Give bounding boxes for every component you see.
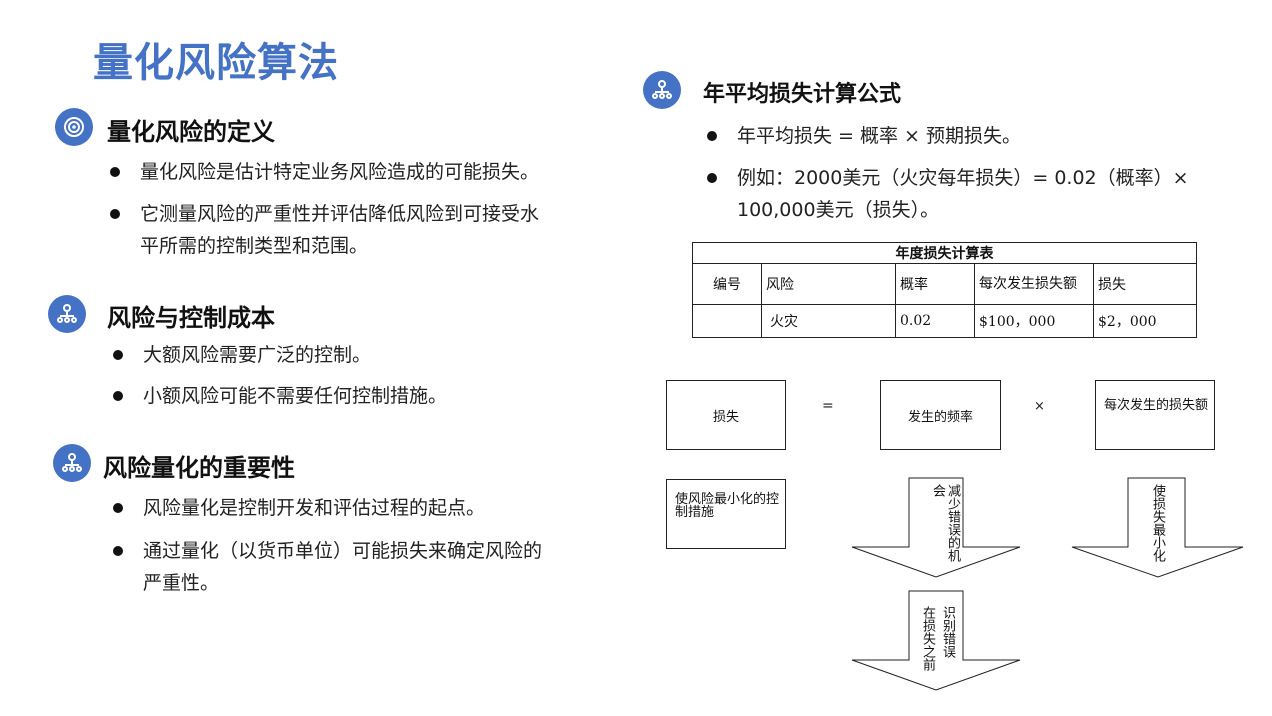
list-item: 小额风险可能不需要任何控制措施。 (113, 380, 613, 412)
amount-label: 每次发生的损失额 (1104, 398, 1209, 413)
frequency-box: 发生的频率 (880, 380, 1001, 450)
section-heading-definition: 量化风险的定义 (107, 118, 275, 146)
reduce-chance-label: 减少错误的机会 (930, 484, 960, 562)
list-item: 大额风险需要广泛的控制。 (113, 339, 613, 371)
table-cell: $2，000 (1093, 304, 1197, 338)
identify-before-label-2: 在损失之前 (920, 606, 935, 671)
network-icon (48, 295, 86, 333)
table-header: 编号 (692, 263, 762, 305)
network-icon (53, 444, 91, 482)
reduce-chance-arrow (851, 477, 1021, 578)
amount-box: 每次发生的损失额 (1095, 380, 1215, 450)
list-item: 它测量风险的严重性并评估降低风险到可接受水 平所需的控制类型和范围。 (110, 198, 610, 262)
target-icon (55, 108, 93, 146)
page-title: 量化风险算法 (93, 40, 339, 86)
minimize-loss-arrow (1071, 477, 1244, 578)
list-item: 量化风险是估计特定业务风险造成的可能损失。 (110, 156, 610, 188)
list-item: 年平均损失 = 概率 × 预期损失。 (707, 120, 1247, 152)
table-header: 每次发生损失额 (974, 263, 1094, 305)
network-icon (643, 71, 681, 109)
table-cell (692, 304, 762, 338)
loss-box: 损失 (666, 380, 786, 450)
table-cell: $100，000 (974, 304, 1094, 338)
list-item: 例如：2000美元（火灾每年损失）= 0.02（概率）× 100,000美元（损… (707, 162, 1247, 226)
table-caption: 年度损失计算表 (692, 242, 1197, 264)
minimize-loss-label: 使损失最小化 (1150, 484, 1165, 562)
table-header: 风险 (761, 263, 896, 305)
table-cell: 火灾 (761, 304, 896, 338)
minimize-controls-label: 使风险最小化的控制措施 (675, 492, 780, 520)
times-sign: × (1034, 399, 1045, 414)
list-item: 通过量化（以货币单位）可能损失来确定风险的 严重性。 (113, 535, 613, 599)
loss-calc-table: 年度损失计算表 编号 风险 概率 每次发生损失额 损失 火灾 0.02 $100… (692, 242, 1197, 338)
table-header: 概率 (895, 263, 975, 305)
section-heading-cost: 风险与控制成本 (107, 304, 275, 332)
minimize-controls-box: 使风险最小化的控制措施 (666, 479, 786, 549)
table-header: 损失 (1093, 263, 1197, 305)
identify-before-arrow (851, 590, 1021, 691)
identify-before-label-1: 识别错误 (940, 606, 955, 658)
table-cell: 0.02 (895, 304, 975, 338)
frequency-label: 发生的频率 (907, 409, 973, 425)
section-heading-importance: 风险量化的重要性 (103, 454, 295, 482)
equals-sign: = (822, 398, 834, 414)
table-row: 火灾 0.02 $100，000 $2，000 (692, 304, 1197, 338)
loss-label: 损失 (712, 409, 739, 425)
section-heading-formula: 年平均损失计算公式 (703, 82, 902, 107)
list-item: 风险量化是控制开发和评估过程的起点。 (113, 492, 613, 524)
